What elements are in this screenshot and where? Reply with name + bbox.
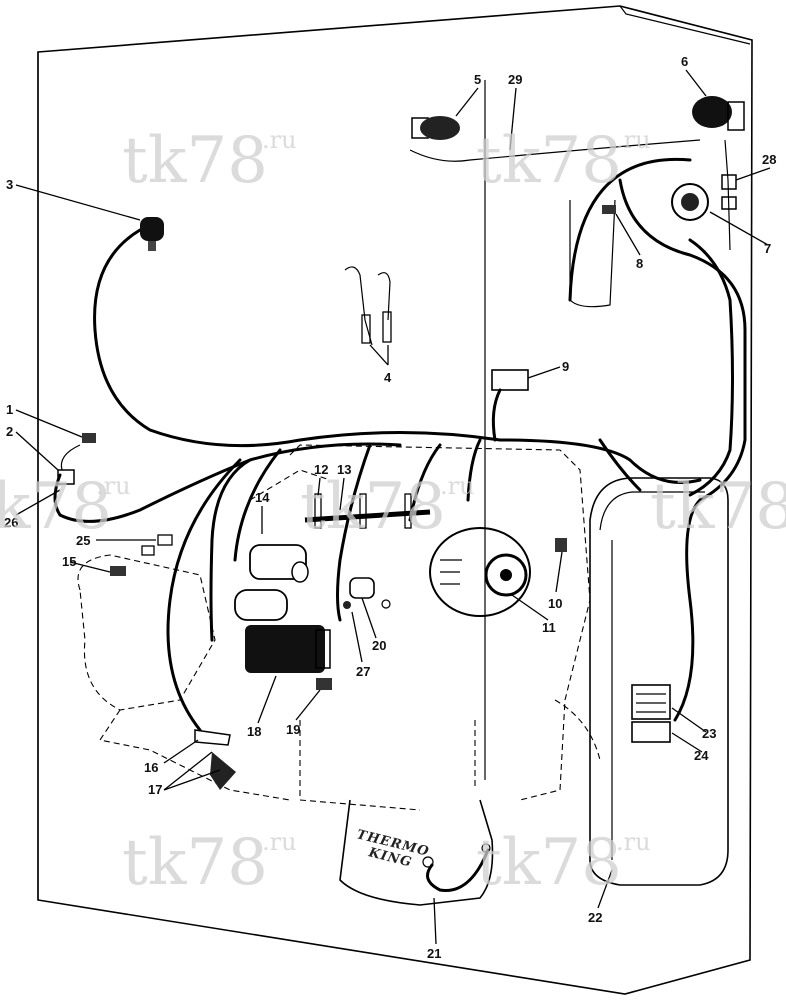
component-connector-23 [631, 684, 671, 720]
component-sensor-1 [82, 433, 96, 443]
control-box [589, 477, 729, 886]
callout-25: 25 [76, 533, 90, 548]
callout-22: 22 [588, 910, 602, 925]
callout-29: 29 [508, 72, 522, 87]
callout-21: 21 [427, 946, 441, 961]
component-module-9 [491, 369, 529, 391]
callout-2: 2 [6, 424, 13, 439]
watermark-suffix: .ru [96, 472, 131, 500]
watermark-suffix: .ru [262, 126, 297, 154]
watermark-text: tk78 [122, 124, 268, 198]
callout-3: 3 [6, 177, 13, 192]
component-connector-28 [721, 174, 737, 190]
component-switch-20 [349, 577, 375, 599]
component-starter-18 [245, 625, 325, 673]
watermark-text: tk78 [122, 826, 268, 900]
watermark-text: tk78 [0, 470, 112, 544]
callout-5: 5 [474, 72, 481, 87]
callout-9: 9 [562, 359, 569, 374]
component-horn-6 [692, 96, 732, 128]
callout-14: 14 [255, 490, 270, 505]
callout-20: 20 [372, 638, 386, 653]
callout-10: 10 [548, 596, 562, 611]
callout-6: 6 [681, 54, 688, 69]
callout-27: 27 [356, 664, 370, 679]
callout-12: 12 [314, 462, 328, 477]
callout-15: 15 [62, 554, 76, 569]
component-switch-15 [110, 566, 126, 576]
callout-7: 7 [764, 241, 771, 256]
callout-labels: 1 2 3 4 5 6 7 8 9 10 11 12 13 14 15 16 1… [4, 54, 776, 961]
leader-lines [15, 69, 771, 945]
component-fuse-links-4 [382, 311, 392, 343]
component-bracket-16 [194, 729, 231, 746]
watermark-suffix: .ru [616, 828, 651, 856]
watermark-text: tk78 [476, 826, 622, 900]
component-sensor-10 [555, 538, 567, 552]
callout-11: 11 [542, 620, 556, 635]
component-solenoid-14 [249, 544, 307, 580]
callout-28: 28 [762, 152, 776, 167]
callout-26: 26 [4, 515, 18, 530]
callout-23: 23 [702, 726, 716, 741]
watermark-text: tk78 [476, 124, 622, 198]
frame-outline [37, 5, 753, 995]
components [57, 96, 745, 790]
component-sensor-8 [602, 205, 616, 214]
component-connector-25 [157, 534, 173, 546]
callout-13: 13 [337, 462, 351, 477]
component-connector-27 [343, 601, 351, 609]
component-connector-24 [631, 721, 671, 743]
watermark-suffix: .ru [616, 126, 651, 154]
oil-pan: THERMO KING [339, 799, 494, 906]
component-alternator-11 [429, 527, 531, 617]
callout-4: 4 [384, 370, 392, 385]
callout-16: 16 [144, 760, 158, 775]
wiring-harness [53, 139, 747, 892]
watermarks: tk78 .ru tk78 .ru tk78 .ru tk78 .ru tk78… [0, 124, 786, 900]
component-rail-12-13 [304, 509, 431, 523]
watermark-text: tk78 [300, 470, 446, 544]
callout-24: 24 [694, 748, 709, 763]
component-sender-19 [316, 678, 332, 690]
component-relay-3 [140, 217, 164, 241]
component-bolt-17 [210, 752, 236, 790]
component-light-5 [420, 116, 460, 140]
component-gauge-7 [671, 183, 709, 221]
engine-block [77, 444, 601, 811]
watermark-suffix: .ru [262, 828, 297, 856]
callout-19: 19 [286, 722, 300, 737]
watermark-suffix: .ru [440, 472, 475, 500]
callout-18: 18 [247, 724, 261, 739]
callout-1: 1 [6, 402, 13, 417]
watermark-text: tk78 [650, 470, 786, 544]
callout-17: 17 [148, 782, 162, 797]
component-connector-2 [57, 469, 75, 485]
callout-8: 8 [636, 256, 643, 271]
